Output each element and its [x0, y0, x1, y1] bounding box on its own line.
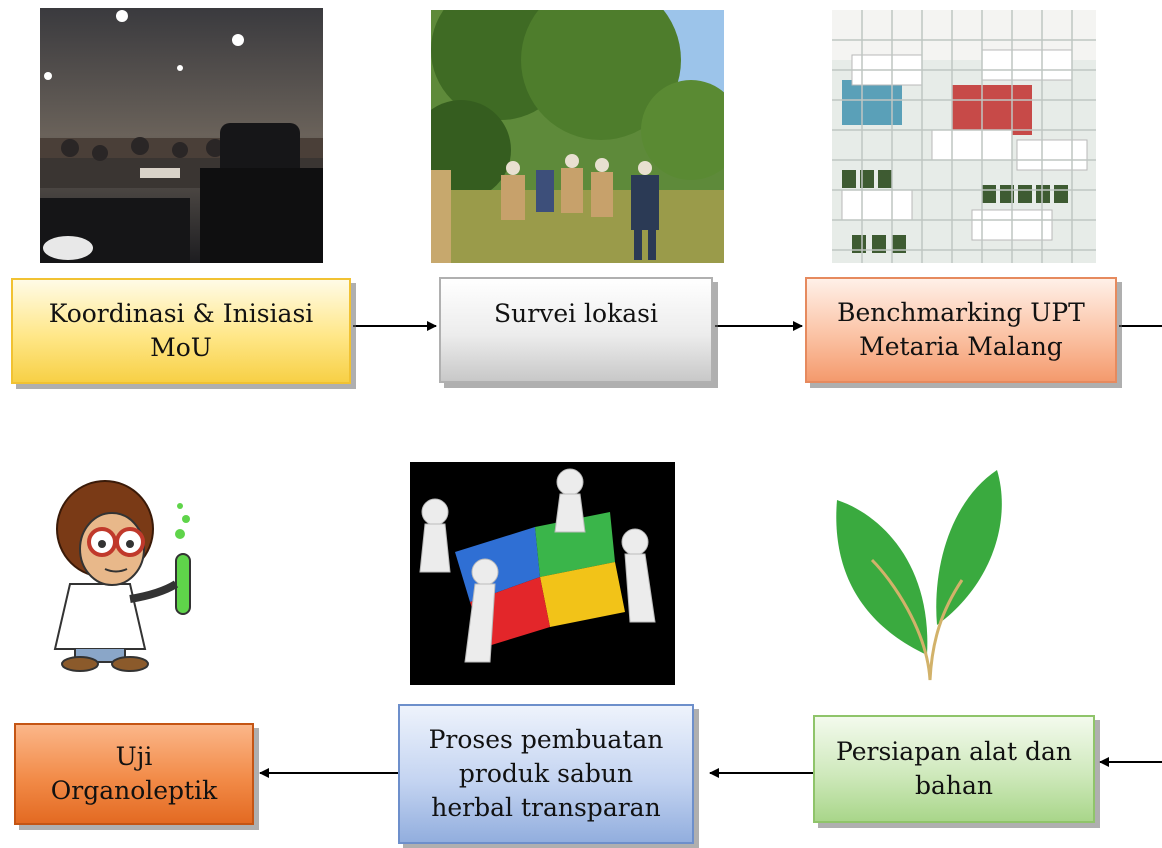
uji-line2: Organoleptik	[50, 776, 218, 805]
uji-line1: Uji	[115, 742, 153, 771]
koordinasi-line2: MoU	[150, 333, 212, 362]
proses-line3: herbal transparan	[431, 793, 661, 822]
proses-line1: Proses pembuatan	[428, 725, 664, 754]
benchmarking-line2: Metaria Malang	[859, 332, 1063, 361]
scientist-cartoon	[30, 474, 200, 674]
green-leaves-icon	[832, 470, 1032, 685]
persiapan-line2: bahan	[914, 771, 993, 800]
field-survey-photo	[431, 10, 724, 263]
proses-line2: produk sabun	[458, 759, 634, 788]
herbal-shelf-photo	[832, 10, 1096, 263]
persiapan-line1: Persiapan alat dan	[836, 737, 1072, 766]
meeting-room-photo	[40, 8, 323, 263]
koordinasi-line1: Koordinasi & Inisiasi	[48, 299, 314, 328]
survei-line1: Survei lokasi	[494, 299, 658, 328]
koordinasi-box: Koordinasi & Inisiasi MoU	[11, 278, 351, 384]
benchmarking-line1: Benchmarking UPT	[837, 298, 1085, 327]
persiapan-box: Persiapan alat dan bahan	[813, 715, 1095, 823]
survei-box: Survei lokasi	[439, 277, 713, 383]
benchmarking-box: Benchmarking UPT Metaria Malang	[805, 277, 1117, 383]
proses-box: Proses pembuatan produk sabun herbal tra…	[398, 704, 694, 844]
uji-box: Uji Organoleptik	[14, 723, 254, 825]
puzzle-teamwork-illustration	[410, 462, 675, 685]
